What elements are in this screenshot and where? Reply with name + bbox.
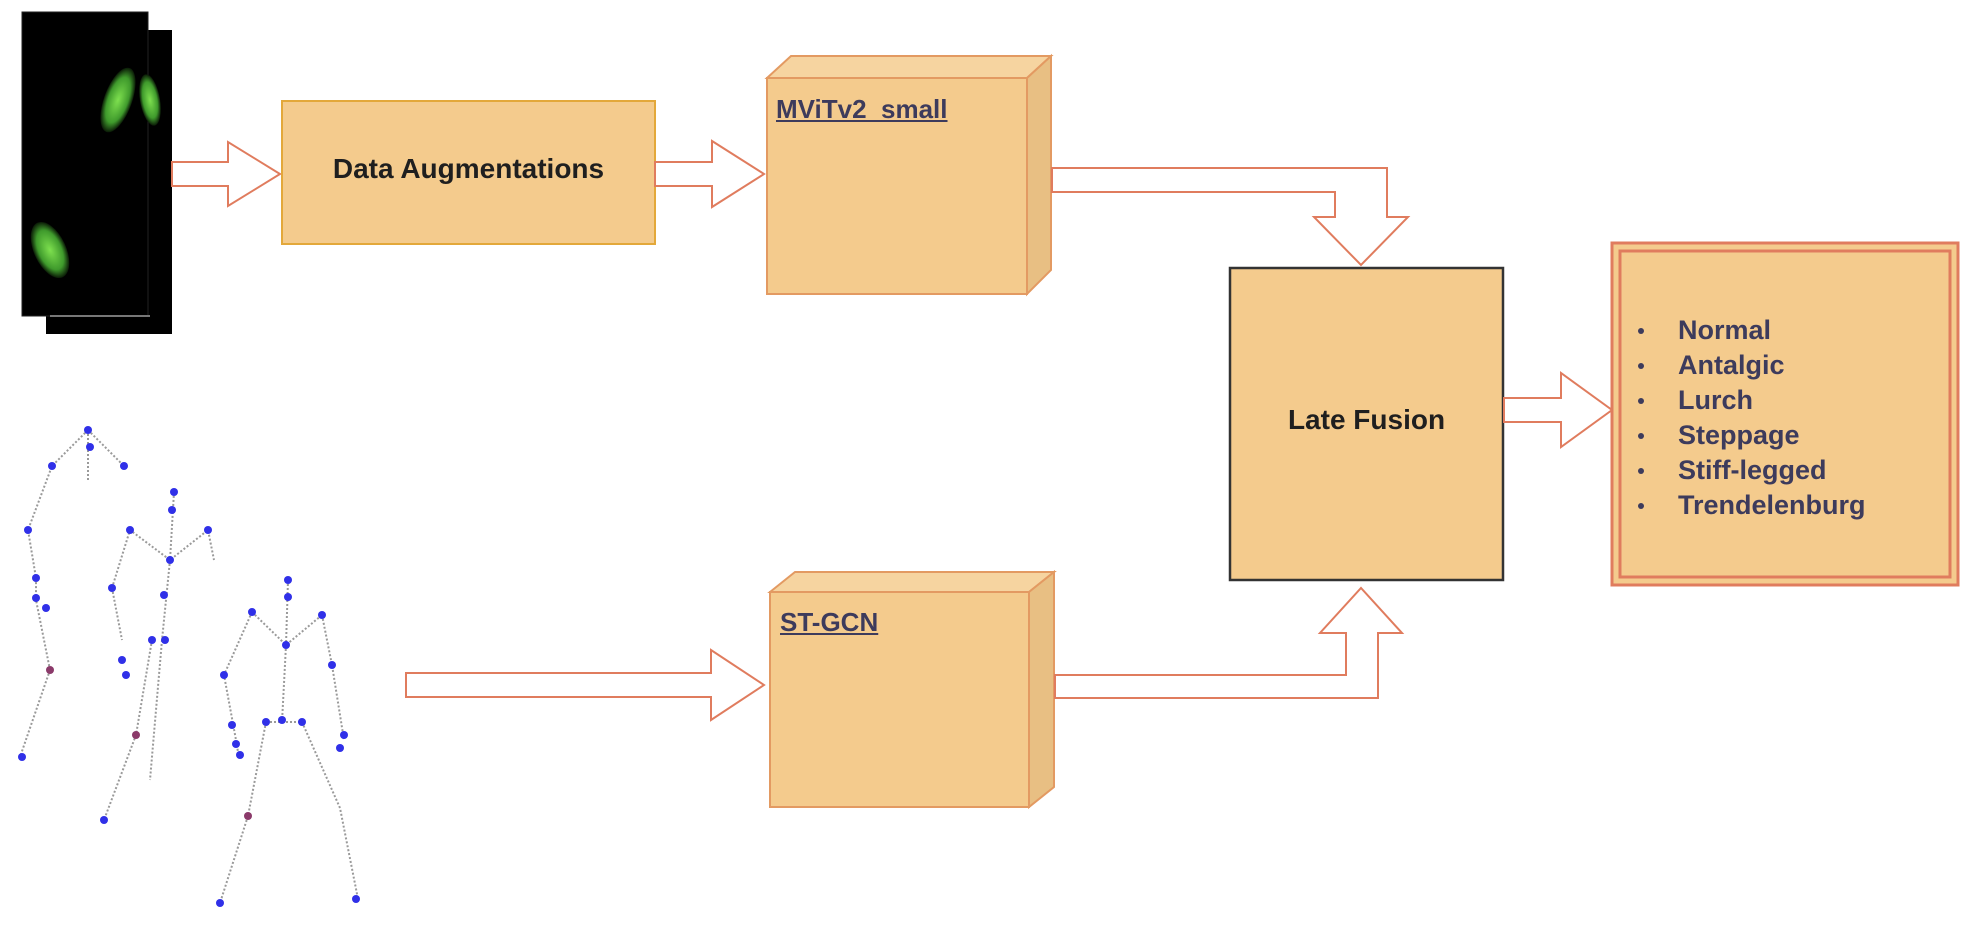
fusion-label: Late Fusion — [1287, 404, 1446, 435]
class-item: Stiff-legged — [1628, 453, 1866, 488]
mvit-box — [764, 53, 1054, 297]
foot-silhouette-2 — [139, 74, 161, 126]
stgcn-box — [767, 569, 1057, 810]
skeleton-hip-joints — [46, 666, 252, 820]
class-item: Trendelenburg — [1628, 488, 1866, 523]
video-frames-input — [21, 11, 172, 334]
arrow-mvit-to-fusion — [1051, 167, 1411, 267]
class-item: Steppage — [1628, 418, 1866, 453]
arrow-stgcn-to-fusion — [1054, 586, 1405, 699]
augment-label: Data Augmentations — [332, 153, 605, 184]
classes-box — [1610, 241, 1960, 587]
foot-silhouette-3 — [30, 221, 70, 279]
arrow-video-to-augment — [171, 140, 282, 208]
class-item: Lurch — [1628, 383, 1866, 418]
foot-silhouette-1 — [100, 67, 136, 133]
gait-classes-list: Normal Antalgic Lurch Steppage Stiff-leg… — [1628, 313, 1866, 523]
arrow-fusion-to-classes — [1503, 371, 1614, 449]
video-frame-front — [21, 11, 149, 317]
arrow-augment-to-mvit — [654, 139, 766, 209]
fusion-box — [1228, 266, 1505, 582]
augment-box — [281, 100, 656, 245]
class-item: Antalgic — [1628, 348, 1866, 383]
arrow-skeleton-to-stgcn — [405, 648, 766, 722]
skeleton-joints — [18, 426, 360, 907]
mvit-label: MViTv2_small — [776, 94, 948, 124]
stgcn-label: ST-GCN — [780, 607, 879, 637]
class-item: Normal — [1628, 313, 1866, 348]
skeleton-pose-input — [19, 429, 359, 904]
